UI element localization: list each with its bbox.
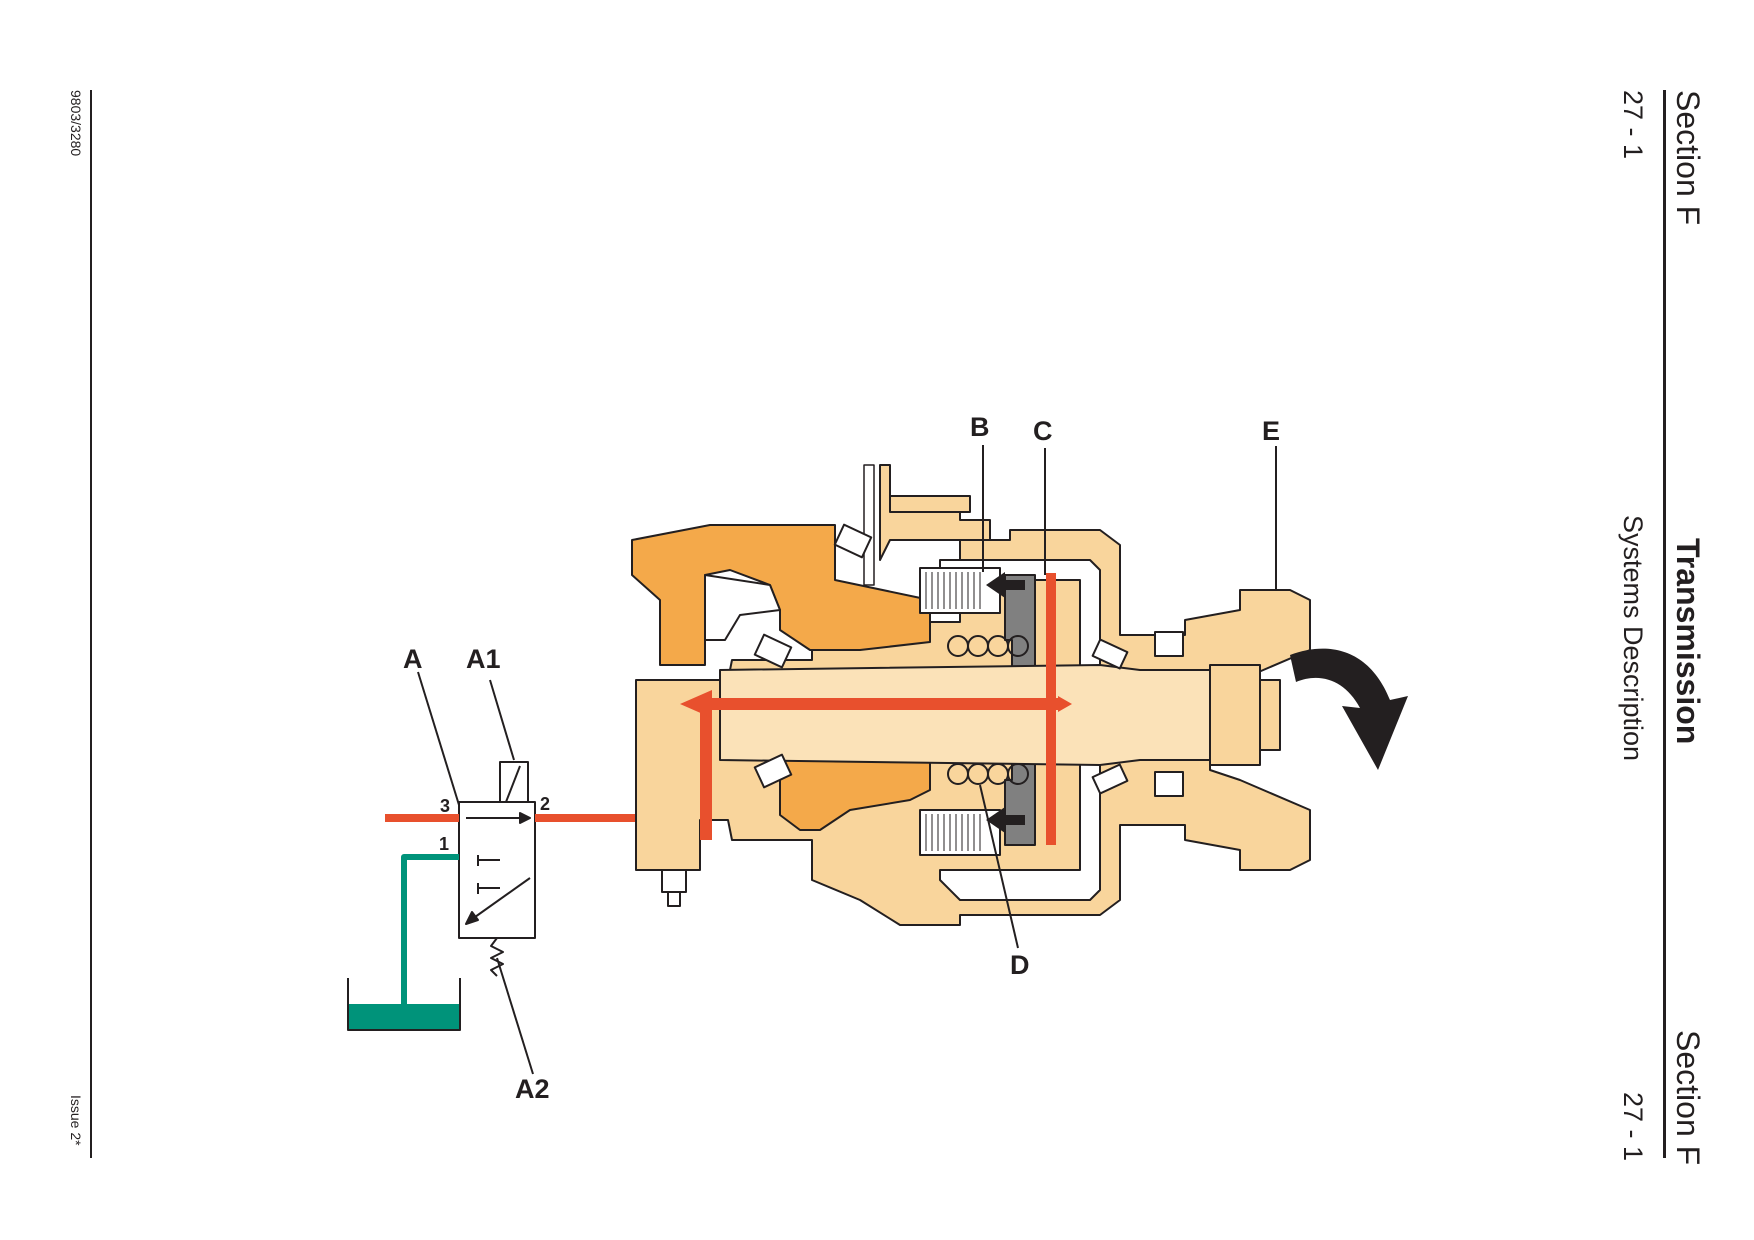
output-nut (1209, 664, 1261, 766)
port-2-label: 2 (540, 794, 550, 814)
callout-c: C (1033, 416, 1053, 446)
port-1-label: 1 (439, 834, 449, 854)
header-rule (1663, 90, 1666, 1158)
callout-a1: A1 (466, 644, 501, 674)
clutch-plate-lines (925, 572, 981, 851)
callout-e: E (1262, 416, 1280, 446)
piston-force-arrows (986, 572, 1025, 833)
drain-plug (661, 869, 687, 893)
callout-b: B (970, 412, 990, 442)
mounting-bolt (889, 495, 971, 513)
main-shaft (719, 664, 1211, 766)
solenoid-valve (458, 761, 536, 977)
callout-a: A (403, 644, 423, 674)
valve-spring (490, 937, 504, 977)
callout-leaders (417, 445, 1277, 1075)
footer-rule (90, 90, 92, 1158)
bearings (753, 523, 1184, 797)
callout-d: D (1010, 950, 1030, 980)
reservoir-tank (347, 978, 461, 1031)
tank-return-line (401, 854, 459, 1004)
upper-gear-housing (631, 524, 931, 666)
pressure-passages (680, 573, 1072, 845)
solenoid-coil (499, 761, 529, 803)
rotation-arrow (1290, 648, 1408, 770)
callout-a2: A2 (515, 1074, 550, 1104)
port-3-label: 3 (440, 796, 450, 816)
